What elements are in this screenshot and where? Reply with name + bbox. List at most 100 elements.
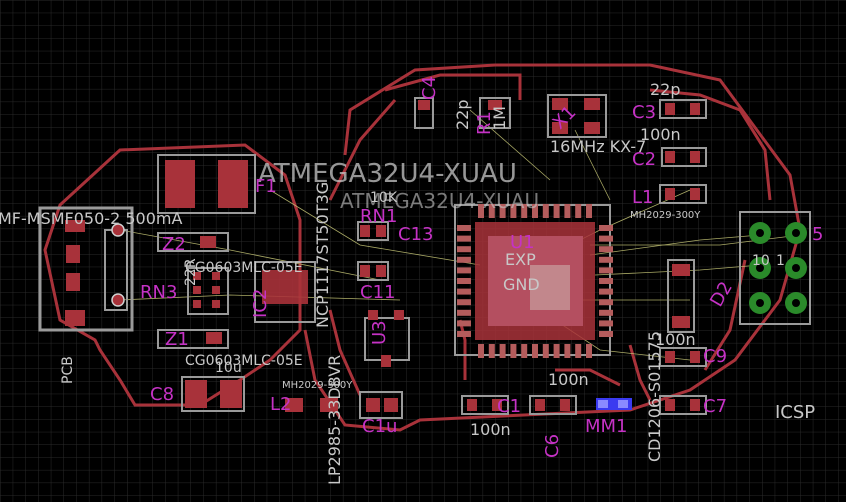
mcu-pin-pad [457,235,471,242]
mcu-pin-pad [532,204,538,218]
crystal-value-label: 16MHz KX-7 [550,137,646,156]
rn3-value-label: 22R [183,258,199,286]
z1-label: Z1 [165,329,189,350]
c2-label: C2 [632,149,656,170]
crystal-x1[interactable] [547,94,607,138]
usb-connector[interactable] [38,206,134,332]
mcu-pin-pad [499,204,506,218]
diode-z1[interactable] [157,329,229,349]
c4-value-label: 22p [453,99,472,130]
mcu-pin-pad [510,204,517,218]
diode-d2[interactable] [667,259,695,333]
capacitor-c9[interactable] [659,347,707,367]
mcu-pin-pad [457,246,471,253]
c8-label: C8 [150,384,174,405]
capacitor-c7[interactable] [659,395,707,415]
fuse-value-label: MF-MSMF050-2 500mA [0,209,182,228]
capacitor-c2[interactable] [661,147,707,167]
c1u-label: C1u [362,416,397,437]
diode-z2[interactable] [157,232,229,252]
icsp-pin1-label: 1 [776,253,785,269]
icsp-pin5-label: 5 [812,224,823,245]
mcu-pin-pad [457,278,471,284]
mcu-pin-pad [521,344,528,358]
z2-label: Z2 [162,234,186,255]
rn1-value-label: 10K [370,190,398,206]
mcu-pin-pad [488,204,495,218]
c6-value-label: 100n [548,370,589,389]
mcu-pin-pad [575,204,582,218]
capacitor-c1u[interactable] [359,391,403,419]
pcb-label: PCB [60,356,76,384]
mcu-pin-pad [599,267,613,274]
f1-label: F1 [255,176,277,197]
regulator-ic2[interactable] [254,261,316,323]
mcu-pin-pad [457,267,471,274]
c4-label: C4 [419,76,440,100]
c7-label: C7 [703,396,727,417]
c9-value-label: 100n [655,330,696,349]
mcu-pin-pad [542,344,549,358]
resistor-r1[interactable] [479,97,511,129]
rn1-label: RN1 [360,206,397,227]
mcu-pin-pad [521,204,528,218]
mcu-pin-pad [599,278,613,284]
l2-value-label: MH2029-300Y [282,380,353,391]
mcu-pin-pad [599,331,613,337]
resistor-net-rn3[interactable] [187,267,229,315]
inductor-l2[interactable] [285,398,338,412]
u3-label: U3 [369,320,390,345]
capacitor-c13[interactable] [357,261,389,281]
icsp-label: ICSP [775,402,815,423]
c1-label: C1 [497,396,521,417]
mcu-pin-pad [457,331,471,337]
fuse-f1[interactable] [157,154,256,214]
mcu-pin-pad [457,288,471,295]
rn3-label: RN3 [140,282,177,303]
mcu-pin-pad [599,235,613,242]
mcu-pin-pad [457,299,471,306]
mcu-pin-pad [457,256,471,263]
ic2-value-label: NCP1117ST50T3G [313,182,332,328]
mcu-pin-pad [599,299,613,306]
mcu-pin-pad [499,344,506,358]
mcu-pin-pad [564,204,571,218]
z2-value-label: CG0603MLC-05E [185,260,303,276]
capacitor-c3[interactable] [659,99,707,119]
capacitor-c6[interactable] [529,395,577,415]
mcu-pins [457,204,613,358]
capacitor-c8[interactable] [181,376,245,412]
c6-label: C6 [542,434,563,458]
icsp-header[interactable] [739,211,811,325]
mcu-pin-pad [532,344,538,358]
l2-label: L2 [270,394,291,415]
c13-label: C13 [398,224,433,245]
mcu-pin-pad [488,344,495,358]
mcu-pin-pad [599,320,613,327]
capacitor-c4[interactable] [414,97,434,129]
mcu-pin-pad [553,204,560,218]
c1-value-label: 100n [470,420,511,439]
c11-label: C11 [360,282,395,303]
inductor-l1[interactable] [659,184,707,204]
resistor-net-rn1[interactable] [357,221,389,241]
gnd-label: GND [503,275,540,294]
capacitor-c1[interactable] [461,395,509,415]
z1-value-label: CG0603MLC-05E [185,353,303,369]
jumper-mm1[interactable] [596,398,632,410]
regulator-u3[interactable] [364,310,410,367]
mcu-pin-pad [586,204,592,218]
c3-value-label: 22p [650,80,681,99]
mcu-value-label: ATMEGA32U4-XUAU [340,189,539,213]
c8-value-label: 10u [215,360,242,376]
c9-label: C9 [703,346,727,367]
board-traces [43,63,802,432]
d2-value-label: CD1206-S01575 [645,331,664,462]
mcu-pin-pad [599,225,613,231]
mcu-pin-pad [599,256,613,263]
mcu-pin-pad [575,344,582,358]
l1-label: L1 [632,187,653,208]
